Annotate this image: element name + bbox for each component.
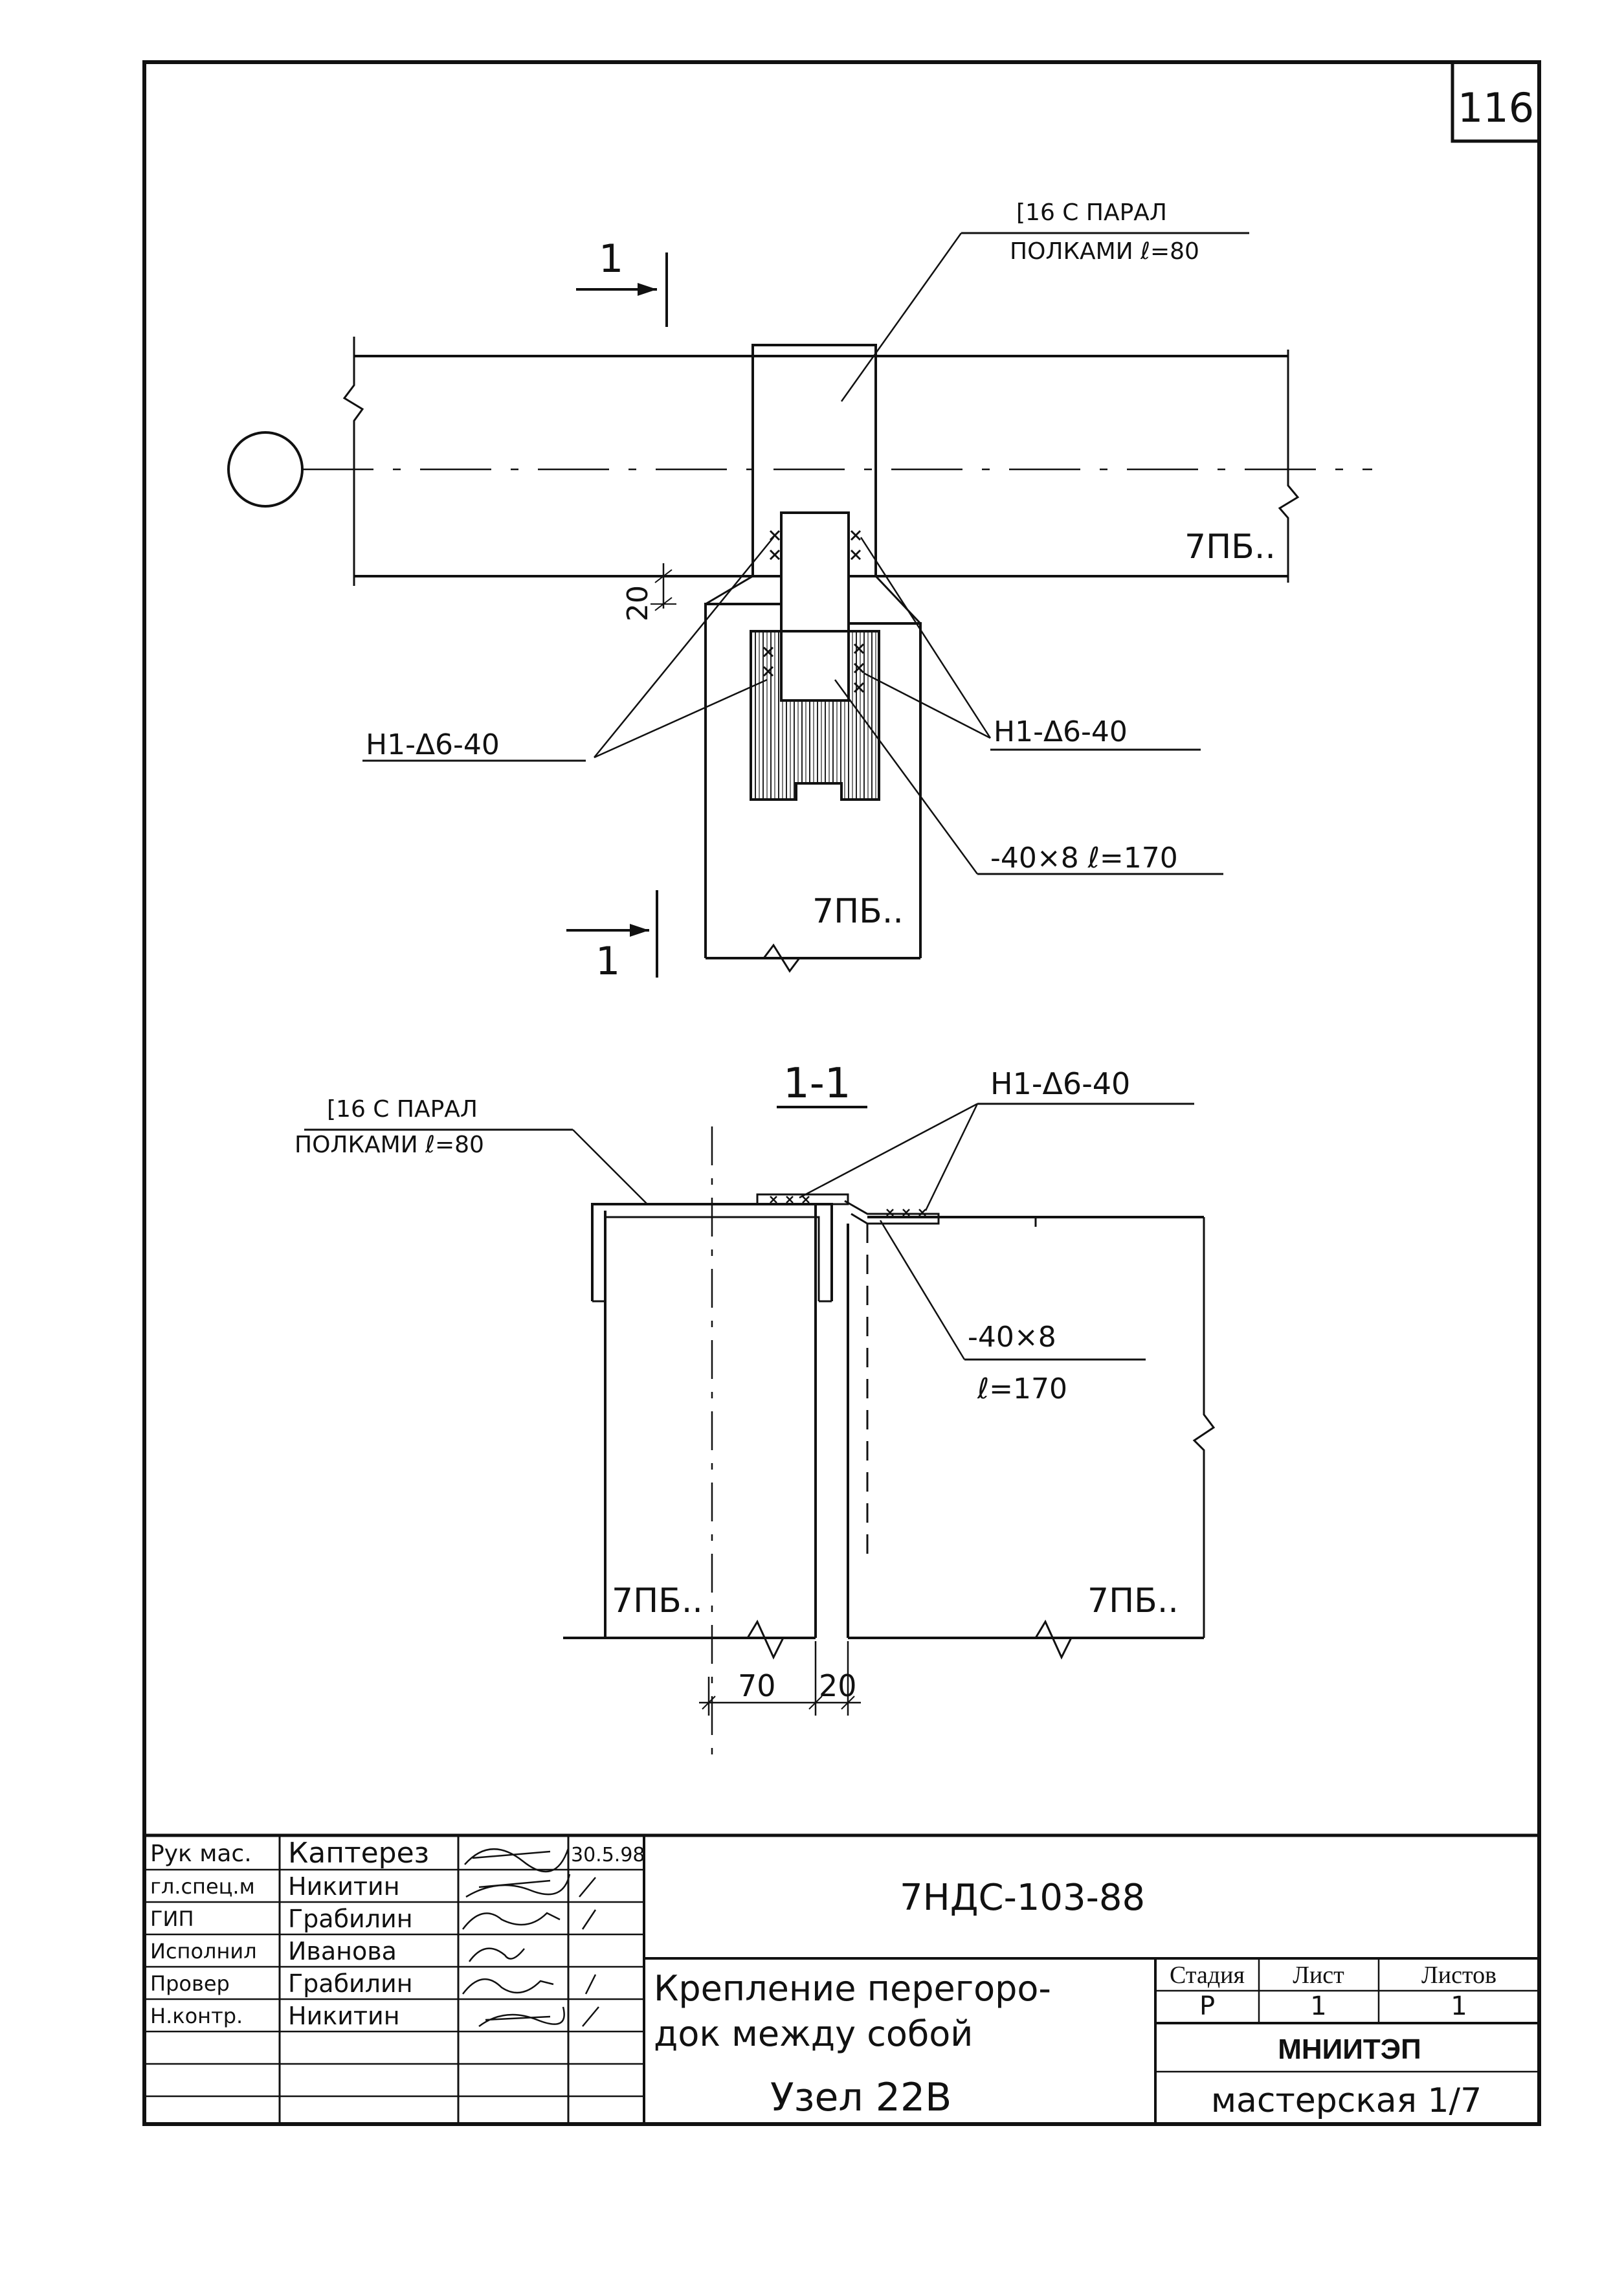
signatures: [462, 1848, 599, 2028]
section-dimension-right: 20: [819, 1668, 857, 1703]
workshop: мастерская 1/7: [1211, 2081, 1482, 2120]
sheet-number: 116: [1458, 84, 1534, 131]
signature-1: [464, 1848, 570, 1873]
weld-marks-section: [770, 1196, 926, 1216]
signature-2: [465, 1874, 571, 1898]
sheet-number-box: 116: [1451, 62, 1539, 143]
tb-role-4: Провер: [150, 1971, 230, 1996]
sheets-value: 1: [1451, 1991, 1467, 2021]
tb-name-1: Никитин: [288, 1872, 400, 1901]
sheet-header: Лист: [1293, 1962, 1344, 1989]
section-title: 1-1: [783, 1060, 851, 1108]
signature-5: [462, 1978, 554, 1995]
sheet-frame: [142, 60, 1541, 2126]
signature-3: [462, 1912, 561, 1930]
organization: МНИИТЭП: [1278, 2033, 1421, 2065]
node-label: Узел 22В: [770, 2075, 951, 2120]
stage-header: Стадия: [1170, 1962, 1245, 1989]
plan-weld-label-right: Н1-Δ6-40: [994, 715, 1128, 748]
signature-4: [468, 1947, 525, 1962]
signature-initials: [579, 1877, 599, 2027]
tb-name-0: Каптерез: [288, 1837, 429, 1870]
drawing-title-1: Крепление перегоро-: [654, 1968, 1051, 2009]
tb-name-2: Грабилин: [288, 1905, 413, 1933]
tb-name-4: Грабилин: [288, 1969, 413, 1998]
plan-beam-label-right: 7ПБ..: [1185, 528, 1276, 566]
plan-dimension-gap: 20: [621, 585, 654, 621]
plan-beam-label-bottom: 7ПБ..: [812, 892, 904, 931]
sheet-value: 1: [1310, 1991, 1326, 2021]
section-marker-bottom: 1: [595, 939, 620, 984]
drawing-title-2: док между собой: [654, 2013, 973, 2054]
tb-role-1: гл.спец.м: [150, 1874, 255, 1899]
section-channel-label-1: [16 С ПАРАЛ: [327, 1096, 478, 1123]
tb-role-5: Н.контр.: [150, 2004, 243, 2028]
section-channel-label-2: ПОЛКАМИ ℓ=80: [295, 1132, 484, 1158]
tb-name-3: Иванова: [288, 1937, 397, 1965]
plan-view: [227, 232, 1372, 978]
section-plate-label-1: -40×8: [968, 1321, 1056, 1354]
tb-role-3: Исполнил: [150, 1939, 257, 1964]
section-view: [304, 1103, 1216, 1761]
section-weld-label: Н1-Δ6-40: [990, 1066, 1130, 1101]
section-marker-top: 1: [599, 236, 623, 282]
tb-date-0: 30.5.98: [571, 1844, 645, 1866]
sheets-header: Листов: [1421, 1962, 1496, 1989]
title-block-frame: [144, 1833, 1539, 2124]
plan-plate-label: -40×8 ℓ=170: [990, 842, 1178, 875]
section-dimension-left: 70: [738, 1668, 776, 1703]
tb-role-0: Рук мас.: [150, 1841, 252, 1867]
tb-name-5: Никитин: [288, 2002, 400, 2030]
tb-role-2: ГИП: [150, 1907, 194, 1931]
section-beam-label-right: 7ПБ..: [1087, 1582, 1179, 1620]
weld-marks-plan: [762, 530, 865, 693]
signature-6: [478, 2006, 565, 2028]
section-plate-label-2: ℓ=170: [977, 1372, 1067, 1405]
stage-value: Р: [1199, 1991, 1215, 2021]
document-code: 7НДС-103-88: [900, 1877, 1145, 1919]
axis-marker-circle: [227, 431, 304, 508]
plan-channel-label-2: ПОЛКАМИ ℓ=80: [1010, 238, 1199, 265]
plan-weld-label-left: Н1-Δ6-40: [366, 728, 500, 761]
section-beam-label-left: 7ПБ..: [612, 1582, 703, 1620]
plan-channel-label-1: [16 С ПАРАЛ: [1016, 199, 1167, 226]
